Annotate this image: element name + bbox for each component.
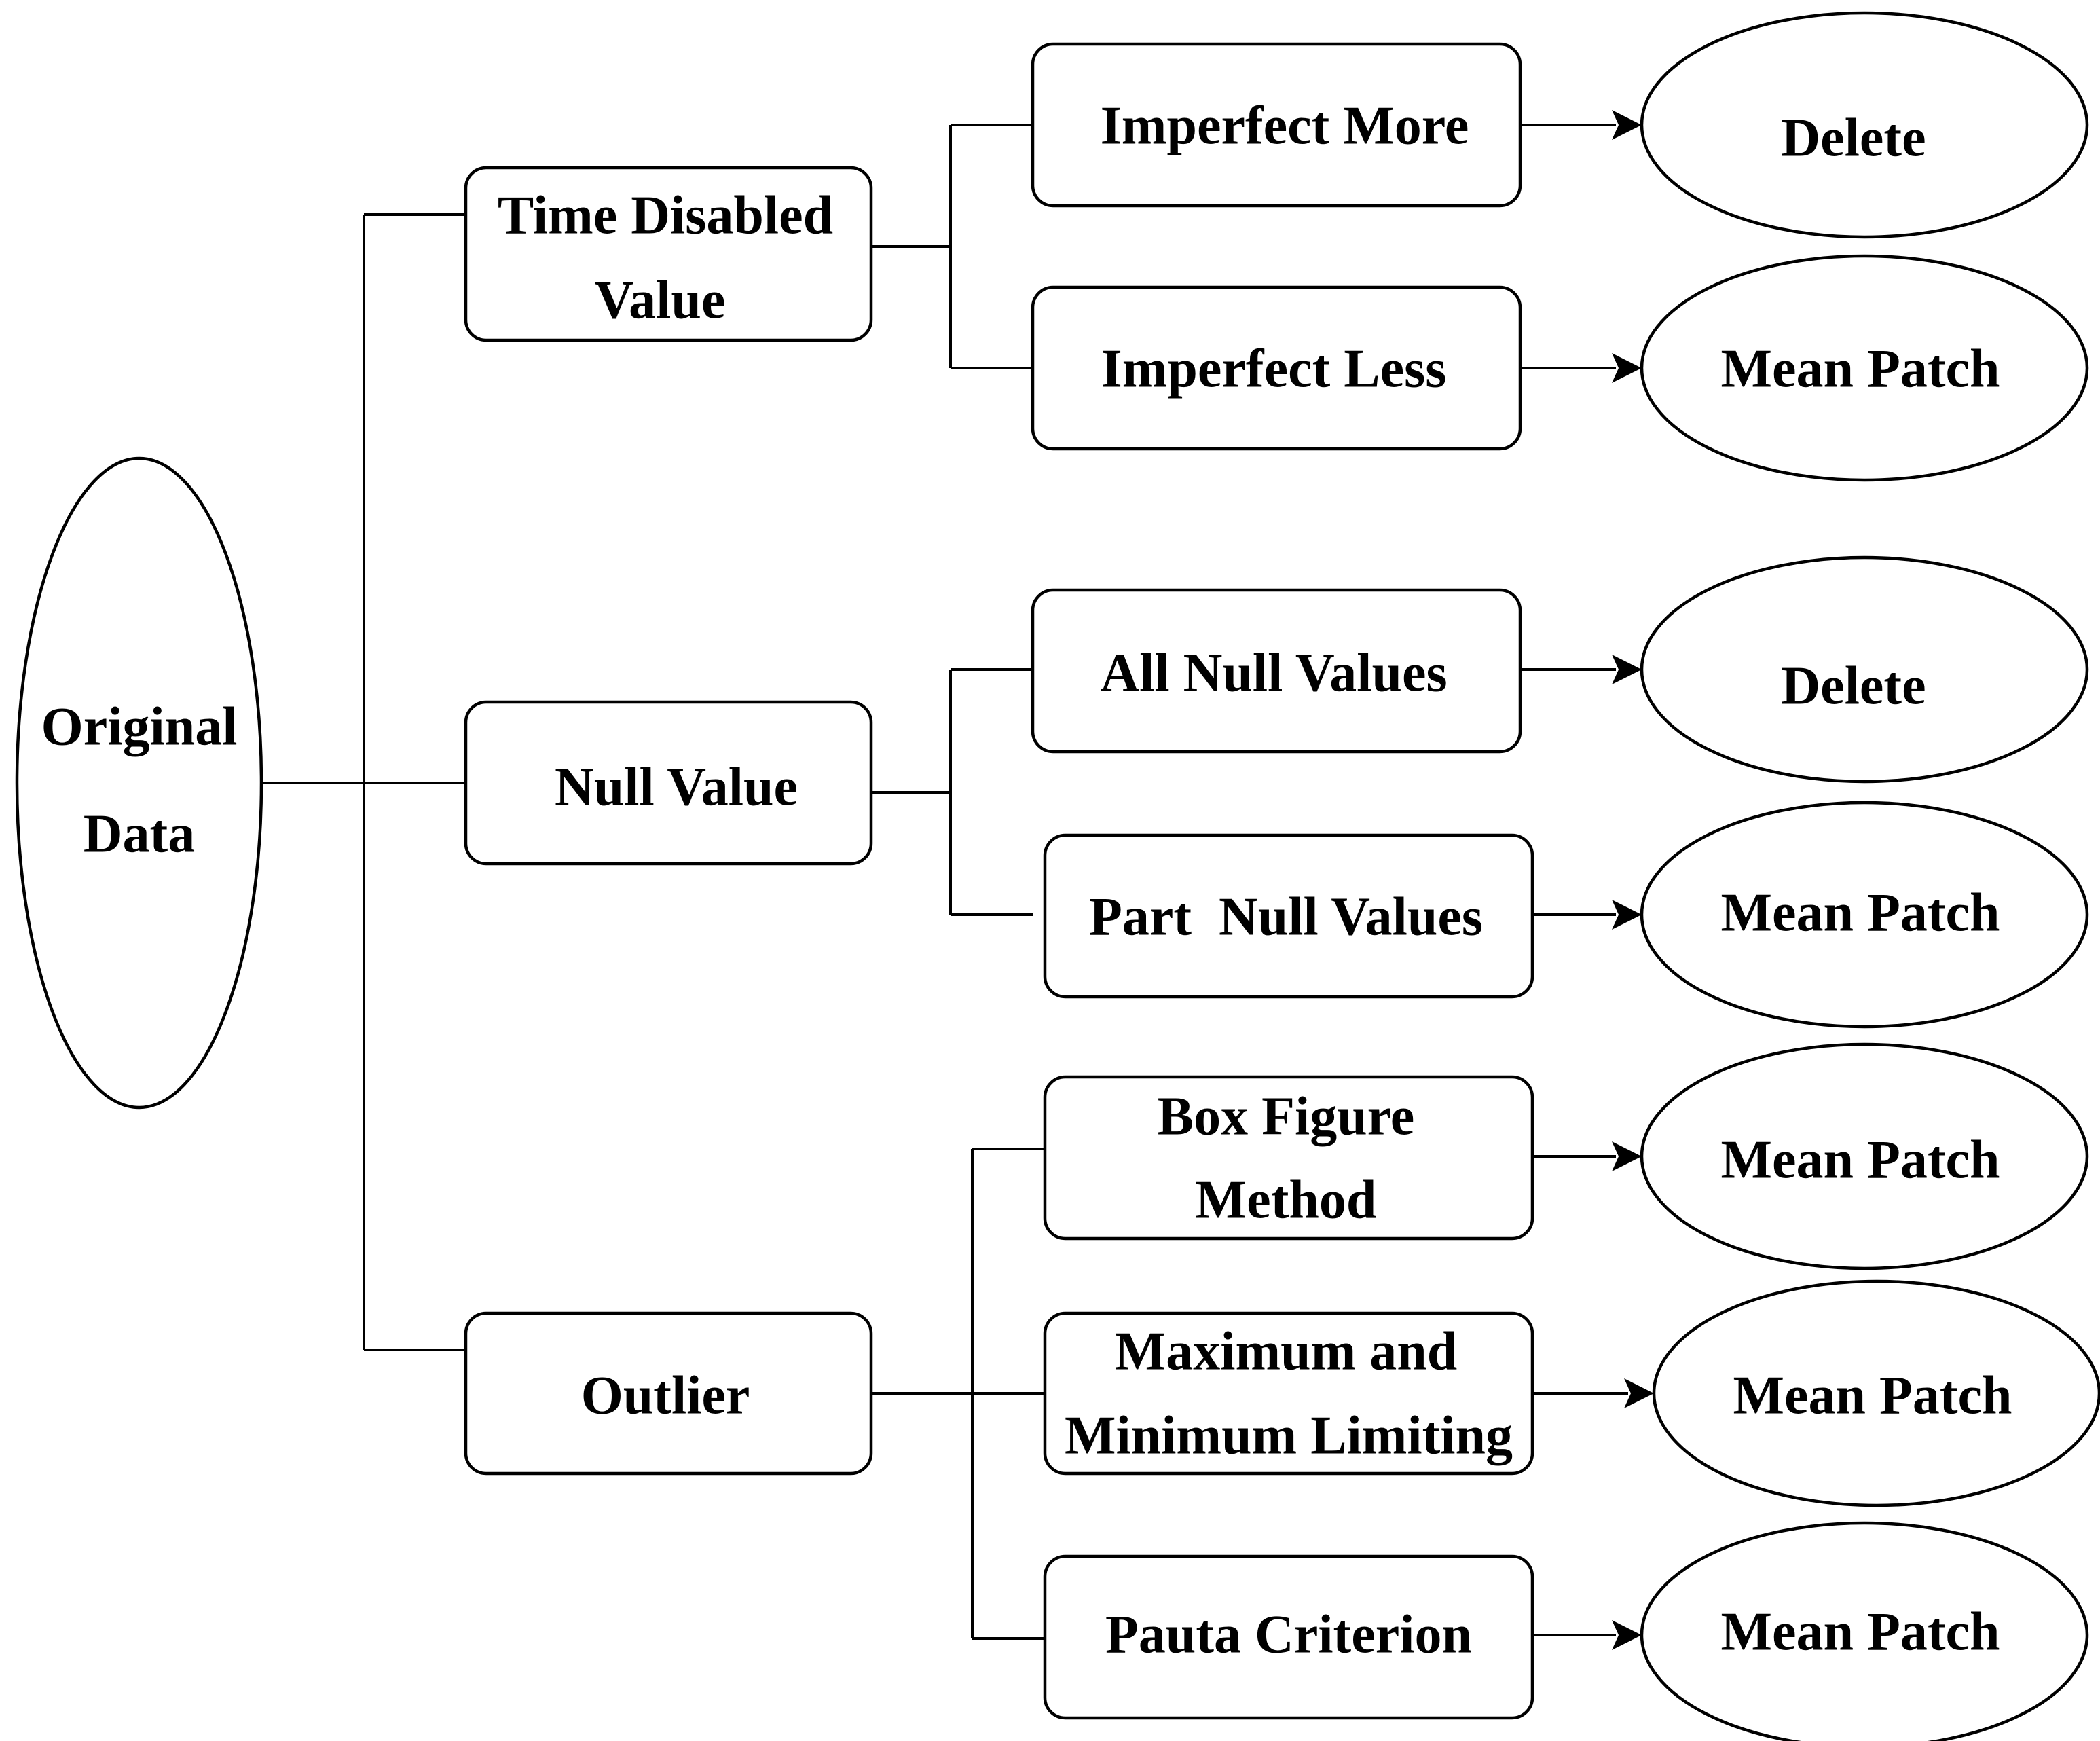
node-result-all-null-label: Delete bbox=[1781, 656, 1926, 716]
node-result-imperfect-more-label: Delete bbox=[1781, 108, 1926, 168]
node-pauta-criterion: Pauta Criterion bbox=[1043, 1554, 1534, 1720]
node-time-disabled-value-line1: Time Disabled bbox=[498, 185, 833, 245]
node-result-box-figure-label: Mean Patch bbox=[1720, 1130, 2000, 1190]
node-part-null-values: Part Null Values bbox=[1043, 833, 1534, 999]
node-imperfect-more: Imperfect More bbox=[1031, 42, 1522, 208]
node-original-data-line1: Original bbox=[41, 697, 238, 756]
node-outlier: Outlier bbox=[464, 1311, 873, 1476]
node-result-imperfect-more: Delete bbox=[1640, 11, 2089, 239]
node-box-figure-method: Box Figure Method bbox=[1043, 1075, 1534, 1241]
node-original-data-line2: Data bbox=[84, 804, 195, 864]
arrowhead-max-min bbox=[1624, 1378, 1654, 1408]
node-result-all-null: Delete bbox=[1640, 555, 2089, 784]
node-null-value: Null Value bbox=[464, 700, 873, 866]
node-all-null-values: All Null Values bbox=[1031, 588, 1522, 754]
node-result-max-min: Mean Patch bbox=[1652, 1279, 2100, 1507]
node-time-disabled-value: Time Disabled Value bbox=[464, 166, 873, 342]
node-max-min-limiting-line2: Minimum Limiting bbox=[1065, 1406, 1513, 1465]
node-time-disabled-value-line2: Value bbox=[595, 270, 726, 330]
node-result-part-null-label: Mean Patch bbox=[1720, 883, 2000, 942]
node-part-null-values-label: Part Null Values bbox=[1089, 887, 1483, 947]
arrowhead-imperfect-less bbox=[1612, 353, 1642, 383]
arrowhead-imperfect-more bbox=[1612, 110, 1642, 140]
node-max-min-limiting-line1: Maximum and bbox=[1115, 1321, 1458, 1381]
node-max-min-limiting: Maximum and Minimum Limiting bbox=[1043, 1311, 1534, 1476]
node-result-part-null: Mean Patch bbox=[1640, 801, 2089, 1029]
connectors bbox=[261, 110, 1654, 1650]
node-outlier-label: Outlier bbox=[581, 1366, 750, 1425]
arrowhead-all-null bbox=[1612, 655, 1642, 684]
node-result-imperfect-less: Mean Patch bbox=[1640, 254, 2089, 482]
node-pauta-criterion-label: Pauta Criterion bbox=[1105, 1605, 1472, 1664]
node-null-value-label: Null Value bbox=[555, 757, 798, 817]
node-result-imperfect-less-label: Mean Patch bbox=[1720, 339, 2000, 399]
node-original-data: Original Data bbox=[15, 456, 263, 1110]
node-result-pauta-label: Mean Patch bbox=[1720, 1602, 2000, 1662]
arrowhead-pauta bbox=[1612, 1620, 1642, 1650]
node-box-figure-method-line2: Method bbox=[1196, 1170, 1377, 1230]
node-result-box-figure: Mean Patch bbox=[1640, 1042, 2089, 1270]
node-box-figure-method-line1: Box Figure bbox=[1158, 1086, 1415, 1146]
node-imperfect-less: Imperfect Less bbox=[1031, 285, 1522, 451]
arrowhead-part-null bbox=[1612, 900, 1642, 930]
node-imperfect-less-label: Imperfect Less bbox=[1101, 339, 1447, 399]
node-imperfect-more-label: Imperfect More bbox=[1101, 96, 1469, 155]
node-result-max-min-label: Mean Patch bbox=[1733, 1366, 2012, 1425]
node-result-pauta: Mean Patch bbox=[1640, 1521, 2089, 1741]
arrowhead-box-figure bbox=[1612, 1141, 1642, 1171]
node-all-null-values-label: All Null Values bbox=[1100, 643, 1447, 703]
